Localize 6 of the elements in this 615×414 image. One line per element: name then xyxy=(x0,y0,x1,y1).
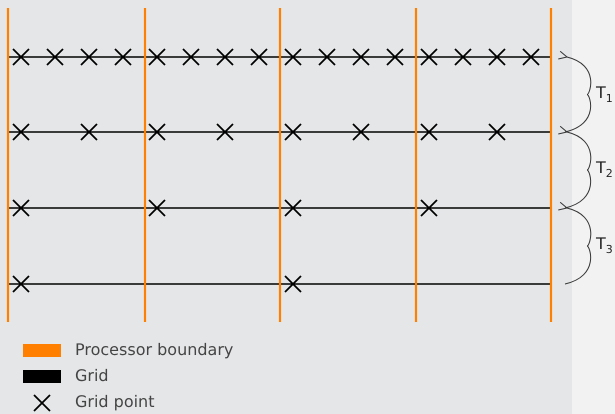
legend-text: Grid point xyxy=(75,394,154,410)
transfer-label: T$_{2}$ xyxy=(596,160,613,180)
legend-text: Grid xyxy=(75,368,109,384)
legend-text: Processor boundary xyxy=(75,342,234,358)
transfer-label: T$_{3}$ xyxy=(596,236,613,256)
transfer-label: T$_{1}$ xyxy=(596,84,613,104)
